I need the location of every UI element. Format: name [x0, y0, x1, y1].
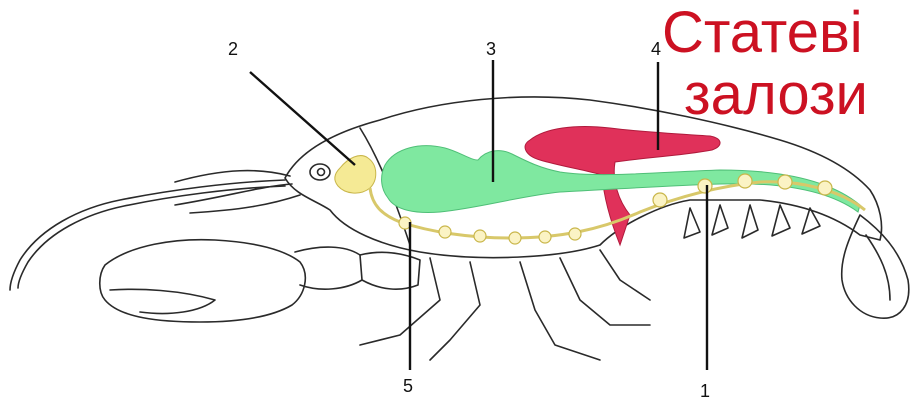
title-line-2: залози	[684, 64, 912, 126]
walking-leg-3	[520, 262, 600, 360]
label-2: 2	[228, 39, 238, 59]
antennule	[190, 195, 300, 213]
ganglion-10	[778, 175, 792, 189]
title-line-1: Статеві	[662, 2, 912, 64]
label-3: 3	[486, 39, 496, 59]
ganglion-3	[474, 230, 486, 242]
ganglion-5	[539, 231, 551, 243]
walking-leg-1	[360, 258, 440, 345]
brain	[335, 156, 376, 193]
swimmeret-2	[742, 205, 758, 238]
label-5: 5	[403, 376, 413, 396]
claw	[100, 240, 306, 322]
ganglion-11	[818, 181, 832, 195]
tail-fan-inner	[866, 235, 890, 300]
long-antenna-inner	[18, 186, 285, 288]
ganglion-4	[509, 232, 521, 244]
ganglion-9	[738, 174, 752, 188]
long-antenna	[10, 180, 285, 290]
swimmeret-5	[684, 208, 700, 238]
tail-fan	[842, 215, 909, 318]
walking-leg-2	[430, 262, 480, 360]
ganglion-8	[698, 179, 712, 193]
eye-pupil	[318, 169, 325, 176]
eye	[310, 164, 330, 180]
swimmeret-1	[712, 205, 728, 235]
claw-finger	[110, 289, 215, 313]
leader-2	[250, 72, 355, 165]
label-1: 1	[700, 381, 710, 401]
ganglion-6	[569, 228, 581, 240]
ganglion-7	[653, 193, 667, 207]
walking-leg-5	[600, 250, 650, 300]
ganglion-2	[439, 226, 451, 238]
swimmeret-3	[772, 205, 790, 236]
label-4: 4	[651, 39, 661, 59]
title-gonads: Статеві залози	[662, 2, 912, 126]
